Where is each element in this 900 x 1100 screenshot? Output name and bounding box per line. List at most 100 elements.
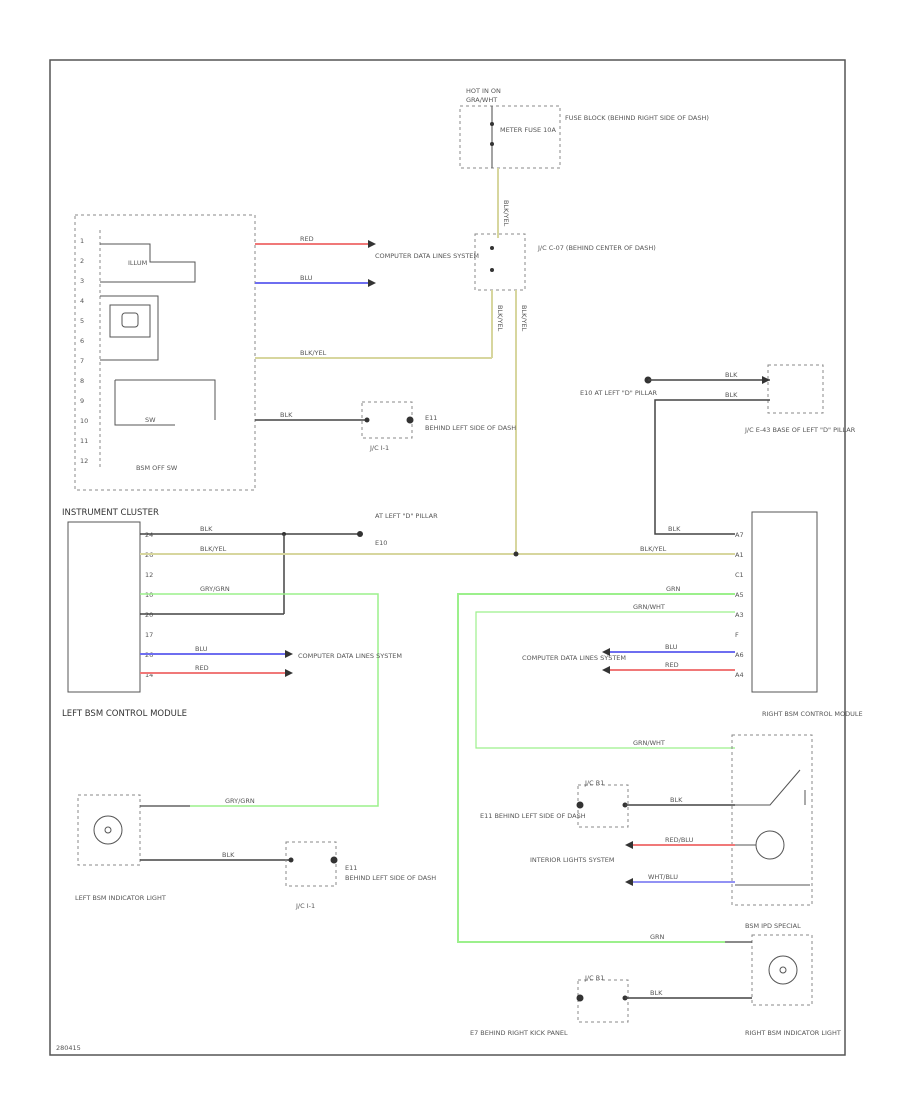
jc-right-pillar-label: J/C E-43 BASE OF LEFT "D" PILLAR	[744, 426, 856, 434]
right-indicator-grn-label: GRN	[650, 933, 665, 941]
svg-text:A4: A4	[735, 671, 744, 679]
right-grn-wht-wire	[475, 611, 735, 749]
svg-text:A5: A5	[735, 591, 744, 599]
jc-right-lower-box	[577, 979, 629, 1023]
left-module-red-label: RED	[195, 664, 209, 672]
right-indicator-blk-label: BLK	[650, 989, 663, 997]
left-light-gry-grn-label: GRY/GRN	[225, 797, 255, 805]
svg-text:2: 2	[80, 257, 84, 265]
right-bsm-indicator-light-label: RIGHT BSM INDICATOR LIGHT	[745, 1029, 841, 1037]
left-indicator-bulb	[93, 815, 123, 845]
switch-indicator-box	[109, 304, 151, 338]
fuse-to-jc-wire-label: BLK/YEL	[502, 200, 510, 227]
ground-e11-lower-label: E11	[345, 864, 357, 872]
diagram-code: 280415	[56, 1044, 81, 1052]
jc-top-label: J/C C-07 (BEHIND CENTER OF DASH)	[537, 244, 656, 252]
svg-text:14: 14	[145, 671, 153, 679]
right-return-blk-label: BLK	[725, 391, 738, 399]
svg-text:12: 12	[145, 571, 153, 579]
bsm-ipd-special-label: BSM IPD SPECIAL	[745, 922, 801, 930]
jc-right-upper-label: J/C R1	[584, 779, 604, 787]
svg-text:3: 3	[80, 277, 84, 285]
jc-out-right-wire-label: BLK/YEL	[520, 305, 528, 332]
jc-left-lower-label: J/C I-1	[295, 902, 315, 910]
right-ground-e7-label: E7 BEHIND RIGHT KICK PANEL	[470, 1029, 568, 1037]
bsm-off-switch-label: BSM OFF SW	[136, 464, 178, 472]
svg-text:A7: A7	[735, 531, 744, 539]
svg-text:17: 17	[145, 631, 153, 639]
svg-text:7: 7	[80, 357, 84, 365]
svg-text:5: 5	[80, 317, 84, 325]
interior-lights-system-label: INTERIOR LIGHTS SYSTEM	[530, 856, 615, 864]
switch-blu-wire-label: BLU	[300, 274, 313, 282]
svg-text:A6: A6	[735, 651, 744, 659]
svg-text:SW: SW	[145, 416, 156, 424]
fuse-supply-wire-label: GRA/WHT	[466, 96, 497, 104]
svg-text:10: 10	[145, 591, 153, 599]
cluster-blk-wire-label: BLK	[200, 525, 213, 533]
cluster-ground-e10-label: E10	[375, 539, 387, 547]
left-indicator-gry-grn-wire	[140, 593, 379, 807]
left-bsm-control-module	[67, 521, 141, 693]
right-grn-wht-label-top: GRN/WHT	[633, 603, 665, 611]
bsm-off-switch-box	[74, 214, 256, 491]
svg-text:11: 11	[80, 437, 88, 445]
svg-text:A1: A1	[735, 551, 744, 559]
ground-e11-location-label: BEHIND LEFT SIDE OF DASH	[425, 424, 516, 432]
jc-right-lower-label: J/C R1	[584, 974, 604, 982]
right-switch-light-box	[731, 734, 813, 906]
meter-fuse-label: METER FUSE 10A	[500, 126, 556, 134]
right-computer-data-label: COMPUTER DATA LINES SYSTEM	[522, 654, 626, 662]
fuse-block-label: FUSE BLOCK (BEHIND RIGHT SIDE OF DASH)	[565, 114, 709, 122]
interior-red-blu-label: RED/BLU	[665, 836, 694, 844]
right-grn-wht-label-bottom: GRN/WHT	[633, 739, 665, 747]
right-indicator-bulb	[768, 955, 798, 985]
svg-text:9: 9	[80, 397, 84, 405]
svg-text:ILLUM: ILLUM	[128, 259, 147, 267]
right-bsm-control-module-label: RIGHT BSM CONTROL MODULE	[762, 710, 863, 718]
right-module-blkyel-label: BLK/YEL	[640, 545, 667, 553]
jc-right-upper-box	[577, 784, 629, 828]
left-indicator-wire-label: GRY/GRN	[200, 585, 230, 593]
hot-in-on-label: HOT IN ON	[466, 87, 501, 95]
right-module-blk-label: BLK	[668, 525, 681, 533]
left-bsm-control-module-label: LEFT BSM CONTROL MODULE	[62, 709, 187, 719]
right-bsm-control-module	[751, 511, 818, 693]
switch-blk-wire-label: BLK	[280, 411, 293, 419]
svg-text:6: 6	[80, 337, 84, 345]
svg-text:12: 12	[80, 457, 88, 465]
interior-wht-blu-label: WHT/BLU	[648, 873, 678, 881]
left-module-blu-label: BLU	[195, 645, 208, 653]
svg-text:24: 24	[145, 531, 153, 539]
right-grn-wire	[457, 593, 735, 943]
svg-text:4: 4	[80, 297, 84, 305]
ground-e11-lower-location: BEHIND LEFT SIDE OF DASH	[345, 874, 436, 882]
ground-e11-label: E11	[425, 414, 437, 422]
svg-text:20: 20	[145, 611, 153, 619]
left-computer-data-label: COMPUTER DATA LINES SYSTEM	[298, 652, 402, 660]
cluster-ground-location-label: AT LEFT "D" PILLAR	[375, 512, 438, 520]
left-indicator-light-box	[77, 794, 141, 866]
right-ground-e11-label: E11 BEHIND LEFT SIDE OF DASH	[480, 812, 586, 820]
switch-red-wire-label: RED	[300, 235, 314, 243]
svg-text:8: 8	[80, 377, 84, 385]
jc-left-label: J/C I-1	[369, 444, 389, 452]
diagram-frame	[49, 59, 846, 1056]
left-light-blk-label: BLK	[222, 851, 235, 859]
svg-text:1: 1	[80, 237, 84, 245]
fuse-block-box	[459, 105, 561, 169]
right-ground-blk-label: BLK	[725, 371, 738, 379]
switch-computer-data-label: COMPUTER DATA LINES SYSTEM	[375, 252, 479, 260]
right-ground-e10-label: E10 AT LEFT "D" PILLAR	[580, 389, 658, 397]
right-module-red-label: RED	[665, 661, 679, 669]
right-grn-wire-label: GRN	[666, 585, 681, 593]
instrument-cluster-label: INSTRUMENT CLUSTER	[62, 508, 159, 518]
jc-left-lower-box	[285, 841, 337, 887]
svg-text:A3: A3	[735, 611, 744, 619]
jc-right-pillar-box	[767, 364, 824, 414]
jc-out-left-wire-label: BLK/YEL	[496, 305, 504, 332]
right-courtesy-bulb	[755, 830, 785, 860]
right-indicator-light-box	[751, 934, 813, 1006]
cluster-blkyel-bus-label: BLK/YEL	[200, 545, 227, 553]
